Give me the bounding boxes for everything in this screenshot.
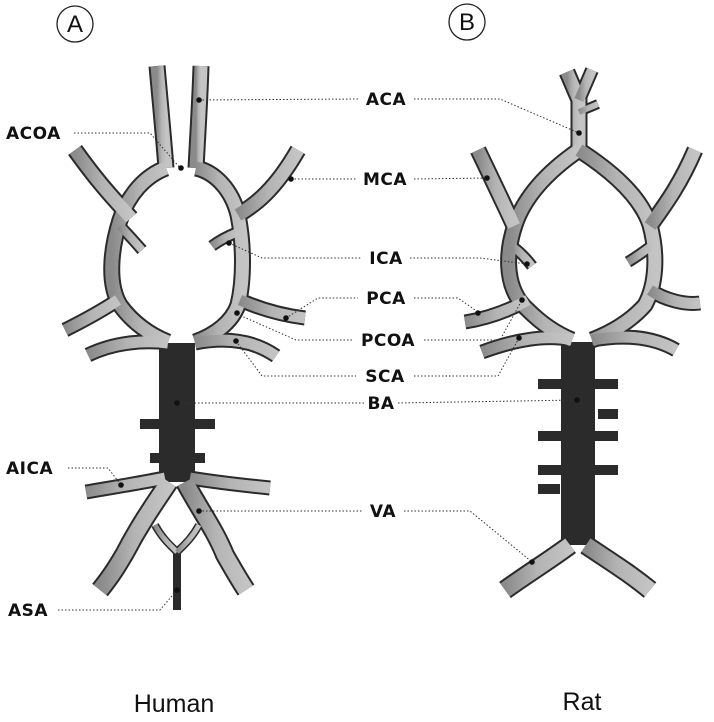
leader-lines xyxy=(58,98,580,611)
label-va: VA xyxy=(370,502,397,522)
dot-mca-human xyxy=(288,176,294,182)
vessel-labels: ACA MCA ICA PCA PCOA SCA BA VA ACOA AICA… xyxy=(6,90,415,621)
leader-aca-human xyxy=(198,98,359,101)
dot-pca-rat xyxy=(475,310,481,316)
dot-ica-human xyxy=(226,240,232,246)
dot-va-human xyxy=(196,508,202,514)
label-ba: BA xyxy=(367,394,394,414)
label-sca: SCA xyxy=(365,367,405,387)
label-mca: MCA xyxy=(363,170,407,190)
human-vasculature xyxy=(61,65,306,610)
dot-ba-human xyxy=(174,400,180,406)
leader-acoa xyxy=(74,132,181,169)
human-vessel-fills xyxy=(62,65,306,610)
caption-rat: Rat xyxy=(563,688,602,716)
label-asa: ASA xyxy=(8,601,48,621)
leader-pcoa-rat xyxy=(424,299,523,341)
dot-pcoa-rat xyxy=(519,297,525,303)
label-pca: PCA xyxy=(366,289,406,309)
rat-vessel-fills xyxy=(464,68,701,597)
leader-aca-rat xyxy=(414,98,580,134)
leader-asa xyxy=(58,589,178,611)
dot-sca-human xyxy=(233,338,239,344)
leader-pcoa-human xyxy=(236,313,352,341)
leader-ba-rat xyxy=(397,399,578,404)
dot-ba-rat xyxy=(574,397,580,403)
label-aica: AICA xyxy=(6,459,53,479)
label-acoa: ACOA xyxy=(6,124,61,144)
panel-a-badge: A xyxy=(56,5,94,43)
rat-vasculature xyxy=(463,67,703,599)
dot-aca-human xyxy=(196,97,202,103)
leader-va-rat xyxy=(404,510,533,563)
badge-a-letter: A xyxy=(67,11,83,38)
dot-acoa xyxy=(178,165,184,171)
leader-ica-human xyxy=(228,242,362,259)
dot-pca-human xyxy=(283,315,289,321)
leader-mca-rat xyxy=(413,177,488,180)
dot-aica xyxy=(118,482,124,488)
leader-aica xyxy=(68,467,122,486)
leader-pca-rat xyxy=(414,297,479,313)
label-aca: ACA xyxy=(366,90,407,110)
dot-va-rat xyxy=(529,559,535,565)
panel-b-badge: B xyxy=(448,3,486,41)
human-vessel-outlines xyxy=(61,65,306,610)
dot-ica-rat xyxy=(524,261,530,267)
dot-asa xyxy=(174,587,180,593)
badge-a-circle xyxy=(56,5,94,43)
dot-sca-rat xyxy=(516,335,522,341)
label-ica: ICA xyxy=(369,249,403,269)
marker-dots xyxy=(118,97,582,593)
badge-b-letter: B xyxy=(459,9,475,36)
dot-pcoa-human xyxy=(234,310,240,316)
dot-mca-rat xyxy=(484,175,490,181)
leader-sca-human xyxy=(235,340,356,377)
leader-sca-rat xyxy=(414,337,520,377)
label-pcoa: PCOA xyxy=(361,331,415,351)
dot-aca-rat xyxy=(576,130,582,136)
badge-b-circle xyxy=(448,3,486,41)
leader-pca-human xyxy=(285,297,358,319)
caption-human: Human xyxy=(134,690,215,718)
leader-ica-rat xyxy=(410,257,528,265)
